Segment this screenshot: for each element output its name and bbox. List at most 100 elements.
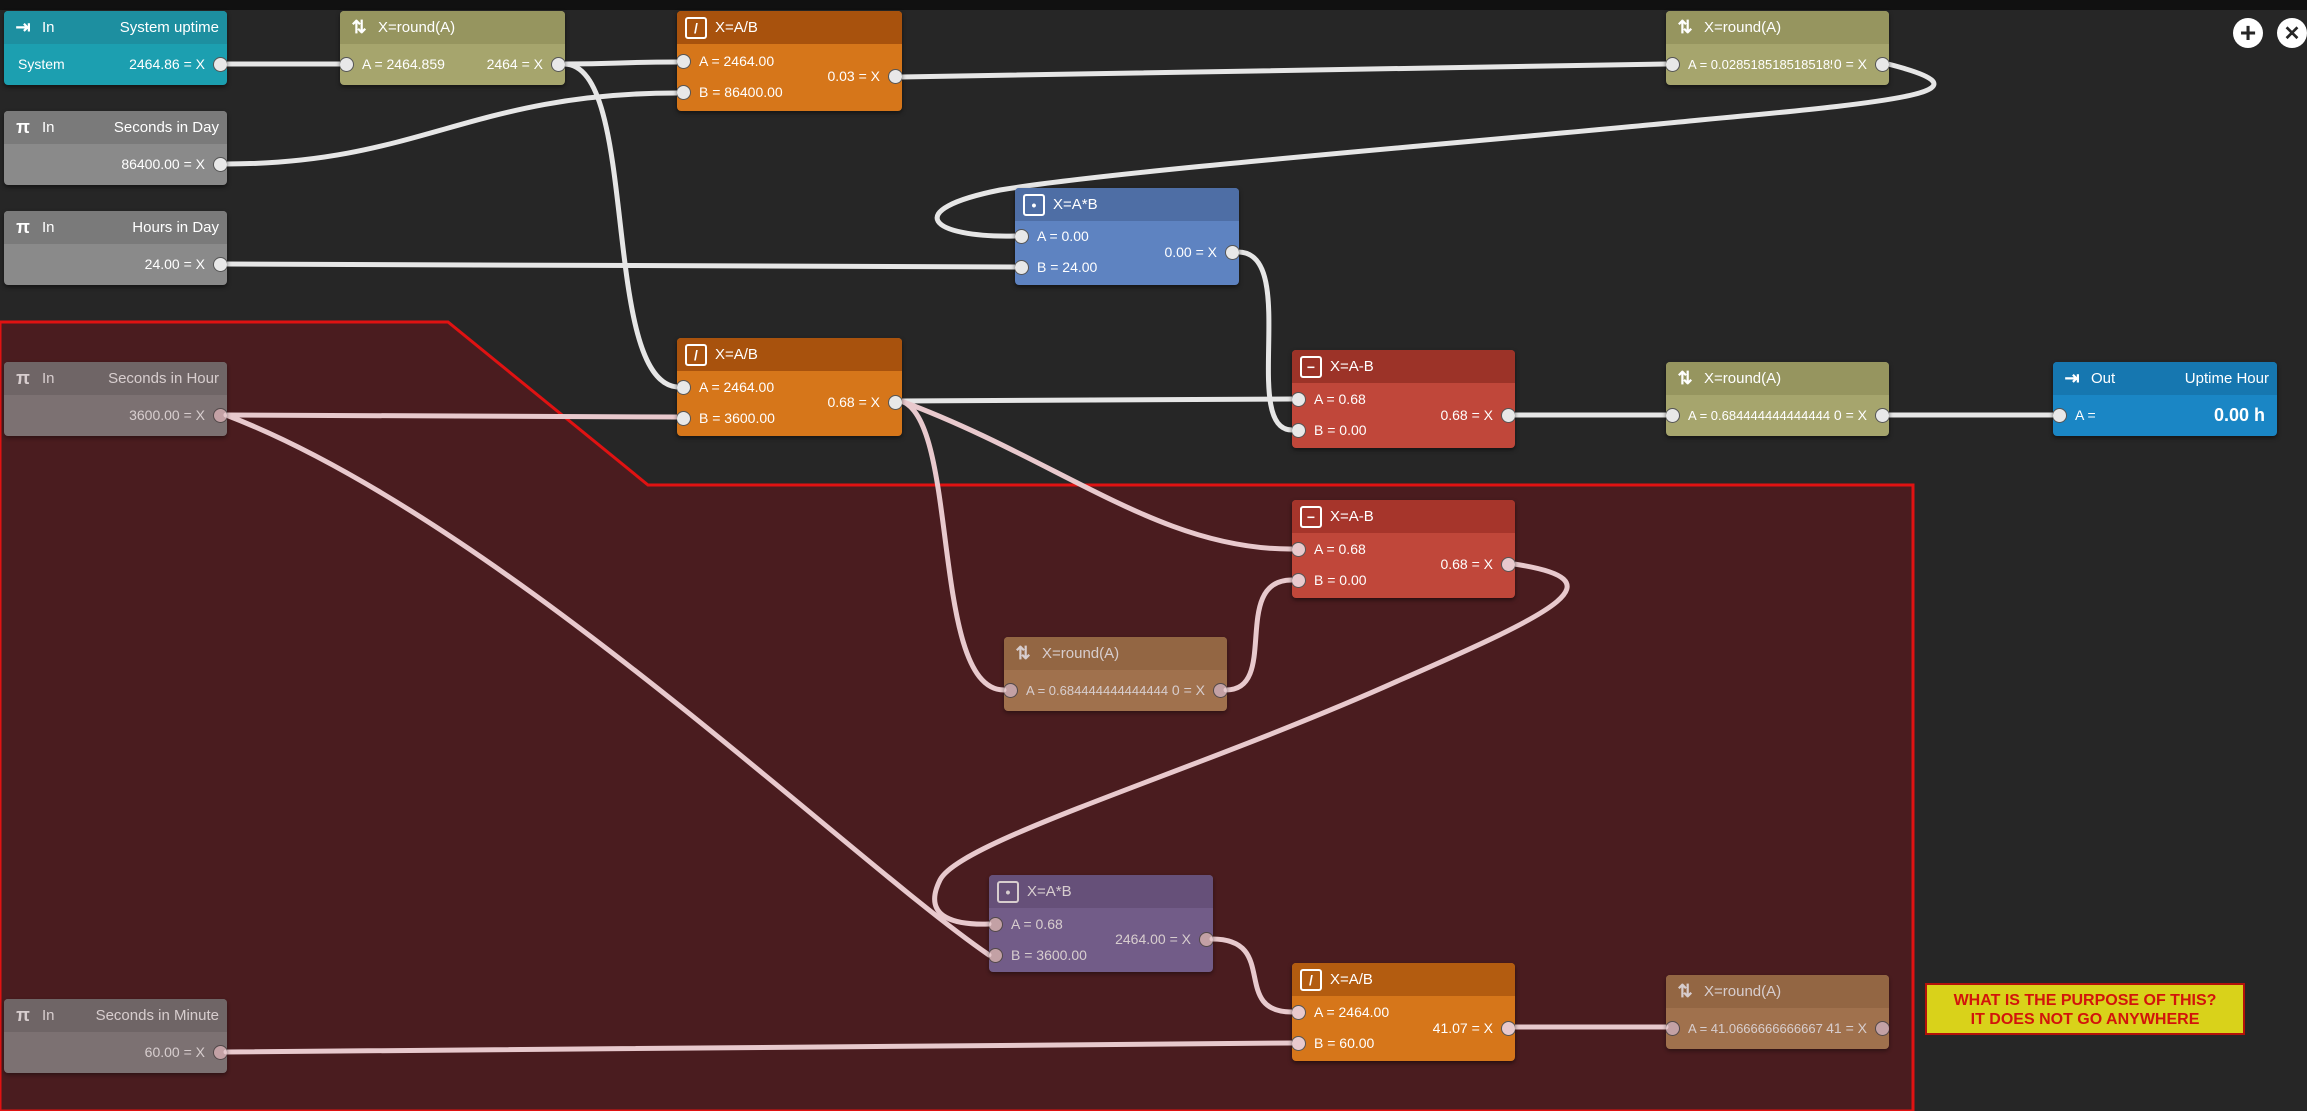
input-port-a[interactable] [677,380,691,395]
note-line-2: IT DOES NOT GO ANYWHERE [1970,1011,2200,1028]
node-header: − X=A-B [1292,500,1515,533]
node-title: Hours in Day [132,219,219,236]
input-value-b: B = 0.00 [1314,422,1367,438]
round-arrows-icon: ⇅ [351,17,367,37]
round-arrows-icon: ⇅ [1015,643,1031,663]
input-row-b: B = 3600.00 [989,940,1213,970]
node-hours-in-day[interactable]: π In Hours in Day 24.00 = X [4,211,227,285]
output-value: 2464.86 = X [129,56,205,72]
output-port[interactable] [1875,1021,1889,1036]
input-port-a[interactable] [1292,1005,1306,1020]
input-row-a: A = 2464.00 [677,46,902,76]
input-port-a[interactable] [1666,408,1680,423]
node-header: π In Seconds in Minute [4,999,227,1032]
output-display-value: 0.00 h [2213,404,2265,425]
input-port-b[interactable] [1292,573,1306,588]
row-label: System [18,56,65,72]
output-port[interactable] [213,257,227,272]
node-divide-minute[interactable]: / X=A/B A = 2464.00 41.07 = X B = 60.00 [1292,963,1515,1061]
output-port[interactable] [213,157,227,172]
output-value: 0 = X [1831,407,1867,423]
input-port-a[interactable] [2053,408,2067,423]
node-multiply-hours[interactable]: • X=A*B A = 0.00 0.00 = X B = 24.00 [1015,188,1239,285]
input-row-a: A = 0.0285185185185185 0 = X [1666,49,1889,79]
wire-divide-day-to-round-day [898,61,1669,80]
output-port[interactable] [1501,1021,1515,1036]
wire-divide-hour-to-subtract-dim [898,398,1295,552]
output-port[interactable] [1501,557,1515,572]
input-port-a[interactable] [1292,392,1306,407]
input-port-a[interactable] [1666,1021,1680,1036]
output-row: 0.68 = X [1292,400,1515,430]
wire-divide-hour-to-round-dim [898,398,1007,693]
node-title: X=round(A) [1704,370,1782,387]
node-seconds-in-hour[interactable]: π In Seconds in Hour 3600.00 = X [4,362,227,436]
input-port-b[interactable] [677,85,691,100]
input-port-b[interactable] [1015,260,1029,275]
node-uptime-hour-output[interactable]: ⇥ Out Uptime Hour A = 0.00 h [2053,362,2277,436]
node-system-uptime[interactable]: ⇥ In System uptime System 2464.86 = X [4,11,227,85]
output-port[interactable] [213,57,227,72]
input-port-a[interactable] [1292,542,1306,557]
output-port[interactable] [1875,57,1889,72]
node-divide-day[interactable]: / X=A/B A = 2464.00 0.03 = X B = 86400.0… [677,11,902,111]
input-port-a[interactable] [1004,683,1018,698]
output-port[interactable] [888,69,902,84]
input-value-b: B = 3600.00 [699,410,775,426]
input-value-a: A = 41.0666666666667 [1688,1020,1823,1036]
node-round-day[interactable]: ⇅ X=round(A) A = 0.0285185185185185 0 = … [1666,11,1889,85]
node-divide-hour[interactable]: / X=A/B A = 2464.00 0.68 = X B = 3600.00 [677,338,902,436]
output-port[interactable] [551,57,565,72]
node-title: X=A/B [1330,971,1373,988]
node-round-minute[interactable]: ⇅ X=round(A) A = 41.0666666666667 41 = X [1666,975,1889,1049]
node-header: / X=A/B [677,338,902,371]
node-round-uptime[interactable]: ⇅ X=round(A) A = 2464.859 2464 = X [340,11,565,85]
output-port[interactable] [213,1045,227,1060]
node-title: X=round(A) [378,19,456,36]
output-port[interactable] [888,395,902,410]
input-row-a: A = 0.684444444444444 0 = X [1666,400,1889,430]
input-port-b[interactable] [677,411,691,426]
input-port-b[interactable] [1292,1036,1306,1051]
node-header: / X=A/B [677,11,902,44]
output-port[interactable] [1225,245,1239,260]
note-line-1: WHAT IS THE PURPOSE OF THIS? [1953,992,2217,1009]
node-round-unused[interactable]: ⇅ X=round(A) A = 0.684444444444444 0 = X [1004,637,1227,711]
output-port[interactable] [1199,932,1213,947]
input-row-b: B = 86400.00 [677,77,902,107]
node-multiply-unused[interactable]: • X=A*B A = 0.68 2464.00 = X B = 3600.00 [989,875,1213,972]
divide-icon: / [685,16,707,39]
node-body: 3600.00 = X [4,395,227,436]
node-seconds-in-minute[interactable]: π In Seconds in Minute 60.00 = X [4,999,227,1073]
node-round-hour[interactable]: ⇅ X=round(A) A = 0.684444444444444 0 = X [1666,362,1889,436]
input-port-a[interactable] [340,57,354,72]
input-port-a[interactable] [1015,229,1029,244]
input-port-b[interactable] [989,948,1003,963]
node-body: A = 2464.00 41.07 = X B = 60.00 [1292,996,1515,1061]
input-port-a[interactable] [1666,57,1680,72]
node-header: π In Seconds in Day [4,111,227,144]
output-port[interactable] [1213,683,1227,698]
node-title: X=round(A) [1704,983,1782,1000]
output-port[interactable] [1875,408,1889,423]
input-port-a[interactable] [677,54,691,69]
output-port[interactable] [1501,408,1515,423]
input-row-a: A = 2464.00 [677,372,902,402]
node-subtract-unused[interactable]: − X=A-B A = 0.68 0.68 = X B = 0.00 [1292,500,1515,598]
output-value: 0.68 = X [827,394,880,410]
wire-round-dim-to-subtract-dim [1223,577,1295,693]
top-bar [0,0,2307,10]
node-subtract-hour[interactable]: − X=A-B A = 0.68 0.68 = X B = 0.00 [1292,350,1515,448]
round-arrows-icon: ⇅ [1677,17,1693,37]
node-seconds-in-day[interactable]: π In Seconds in Day 86400.00 = X [4,111,227,185]
output-port[interactable] [213,408,227,423]
input-port-b[interactable] [1292,423,1306,438]
node-title: Seconds in Day [113,119,219,136]
x-circle-icon[interactable]: ✕ [2277,18,2307,48]
node-header: ⇅ X=round(A) [1666,362,1889,395]
input-port-a[interactable] [989,917,1003,932]
plus-circle-icon[interactable]: + [2233,17,2263,48]
input-value-a: A = 0.68 [1314,391,1366,407]
